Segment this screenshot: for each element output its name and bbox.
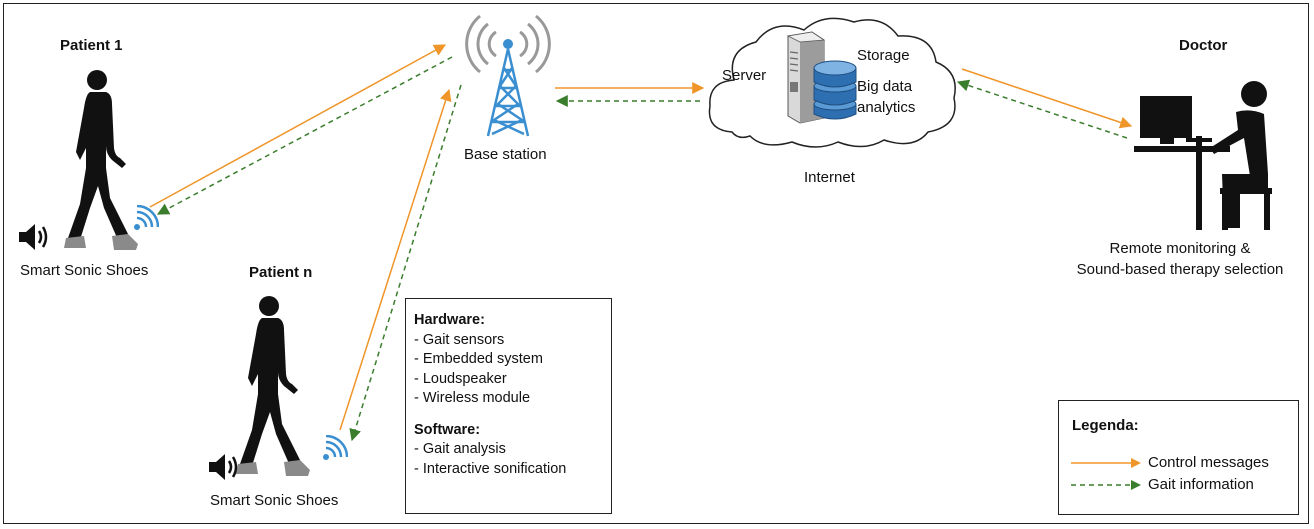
analytics-line2: analytics [857,99,916,116]
hardware-item: - Embedded system [414,351,543,367]
patient1-title: Patient 1 [60,37,123,54]
wifi-signal-icon [323,435,348,460]
legend-control-label: Control messages [1148,454,1269,471]
database-icon [813,60,857,120]
gait-arrow-doctor-to-internet [956,79,1128,139]
speaker-icon [19,224,48,250]
doctor-caption-line2: Sound-based therapy selection [1076,261,1284,278]
doctor-at-computer-icon [1134,81,1272,230]
software-title: Software: [414,421,481,438]
control-arrow-patient1-to-base [149,44,447,208]
base-station-label: Base station [464,146,547,163]
legend-control-arrow [1071,458,1141,468]
wifi-signal-icon [134,205,159,230]
hardware-title: Hardware: [414,312,485,328]
person-walking-icon [236,296,310,476]
gait-arrow-base-to-patient1 [156,56,453,215]
components-box: Hardware: - Gait sensors - Embedded syst… [405,298,612,514]
control-arrow-internet-to-doctor [961,68,1133,129]
hardware-item: - Gait sensors [414,331,505,348]
hardware-item: - Loudspeaker [414,370,507,387]
person-walking-icon [64,70,138,250]
hardware-item: - Wireless module [414,390,531,406]
control-arrow-patientn-to-base [339,88,452,431]
server-label: Server [722,67,767,84]
doctor-title: Doctor [1179,37,1228,54]
gait-arrow-base-to-patientn [349,84,462,442]
internet-label: Internet [804,169,855,186]
patientn-title: Patient n [249,264,313,281]
software-item: - Interactive sonification [414,460,567,477]
legend-title: Legenda: [1072,417,1139,434]
legend-box: Legenda: Control messages Gait informati… [1058,400,1299,515]
legend-gait-arrow [1071,480,1141,490]
legend-gait-label: Gait information [1148,476,1254,493]
storage-label: Storage [857,47,910,64]
patientn-shoes-label: Smart Sonic Shoes [210,492,339,509]
software-item: - Gait analysis [414,441,506,457]
speaker-icon [209,454,238,480]
patient1-shoes-label: Smart Sonic Shoes [20,262,149,279]
doctor-caption-line1: Remote monitoring & [1109,240,1251,257]
antenna-tower-icon [465,14,551,137]
diagram-frame [3,3,1309,524]
analytics-line1: Big data [857,78,913,95]
